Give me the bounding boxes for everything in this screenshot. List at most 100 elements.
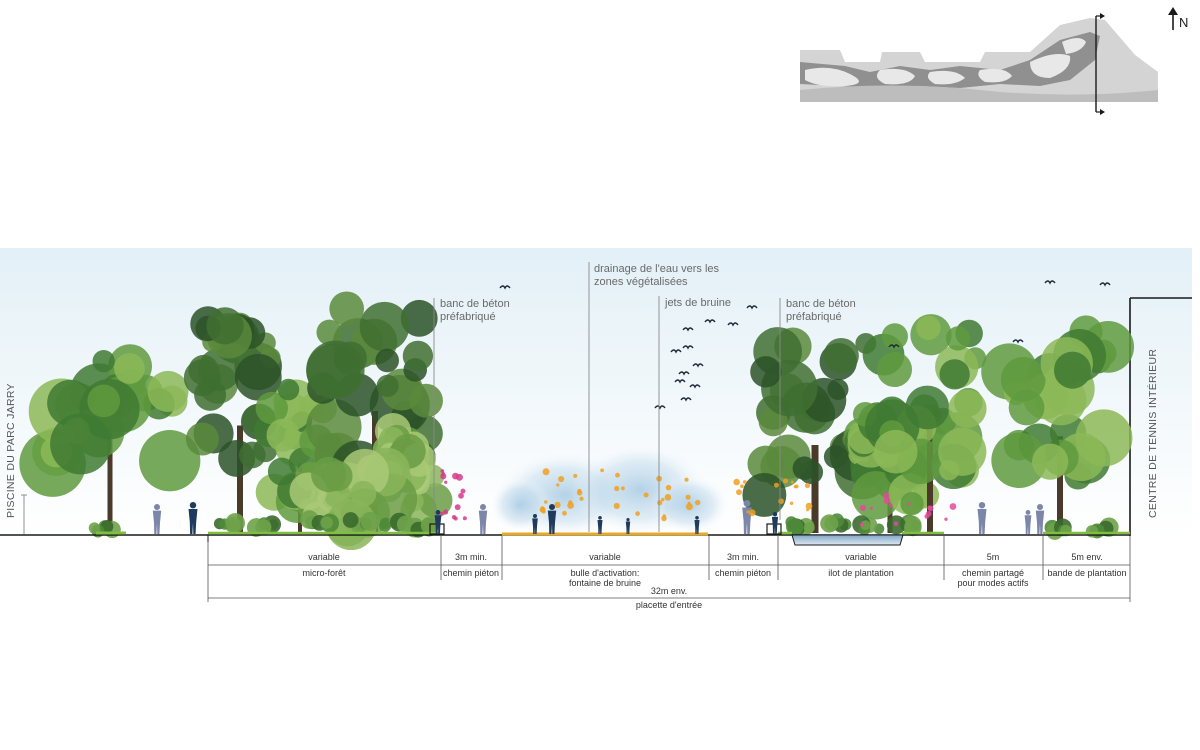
tree (862, 314, 987, 533)
droplet (657, 500, 663, 506)
droplet (614, 485, 620, 492)
droplet (444, 480, 448, 484)
trees-layer (19, 291, 1135, 551)
droplet (577, 488, 582, 494)
droplet (661, 497, 665, 502)
droplet (746, 510, 750, 514)
key-plan (800, 13, 1158, 115)
person-silhouette (1024, 510, 1032, 534)
droplet (907, 502, 911, 506)
droplet (789, 501, 794, 505)
droplet (542, 468, 550, 476)
shrub (300, 510, 340, 533)
droplet (944, 517, 948, 521)
segment-7-name: bande de plantation (1047, 568, 1126, 578)
bird-icon (682, 327, 694, 332)
segment-3-name-line1: bulle d'activation: (571, 568, 640, 578)
segment-6-name-line1: chemin partagé (962, 568, 1024, 578)
segment-5-width: variable (845, 552, 877, 562)
droplet (556, 483, 560, 487)
droplet (804, 482, 811, 489)
droplet (869, 506, 873, 510)
droplet (806, 508, 810, 512)
shrub (213, 513, 245, 533)
birds-layer (499, 280, 1111, 410)
segment-5-name: ilot de plantation (828, 568, 894, 578)
ground-profile (0, 531, 1130, 546)
bench-right-label-line2: préfabriqué (786, 311, 842, 323)
person-silhouette (694, 516, 700, 534)
person-silhouette (188, 502, 198, 534)
annotation-leaders (433, 262, 781, 532)
droplet (554, 501, 561, 509)
bird-icon (678, 371, 690, 376)
person-silhouette (1035, 504, 1045, 534)
north-arrow-icon (1168, 7, 1178, 30)
droplet (685, 494, 691, 500)
person-silhouette (152, 504, 162, 534)
bench-right-label-line1: banc de béton (786, 298, 856, 310)
droplet (600, 468, 605, 473)
droplet (440, 469, 445, 473)
droplet (740, 484, 744, 489)
segment-6-width: 5m (987, 552, 1000, 562)
bird-icon (1044, 280, 1056, 285)
mist-jets-label: jets de bruine (664, 297, 731, 309)
bird-icon (888, 344, 900, 349)
droplet (620, 486, 625, 491)
tree (183, 306, 282, 533)
bird-icon (654, 405, 666, 410)
droplet (925, 511, 932, 517)
bird-icon (727, 322, 739, 327)
people-layer (152, 500, 1045, 534)
segment-4-width: 3m min. (727, 552, 759, 562)
bird-icon (746, 305, 758, 310)
shrub (785, 516, 815, 537)
droplet (451, 515, 457, 520)
bird-icon (1099, 282, 1111, 287)
tree (981, 315, 1135, 533)
north-label: N (1179, 15, 1188, 30)
segment-1-width: variable (308, 552, 340, 562)
droplet (573, 473, 578, 478)
bird-icon (682, 345, 694, 350)
droplet (664, 494, 672, 501)
person-silhouette (771, 512, 779, 534)
total-width: 32m env. (651, 586, 687, 596)
droplet (454, 504, 461, 511)
total-name: placette d'entrée (636, 600, 702, 610)
droplet (635, 511, 640, 516)
person-silhouette (532, 514, 538, 534)
bird-icon (689, 384, 701, 389)
bird-icon (692, 363, 704, 368)
person-silhouette (434, 510, 442, 534)
person-silhouette (478, 504, 488, 534)
droplet (694, 499, 701, 506)
droplet (443, 509, 449, 515)
droplet (783, 478, 789, 484)
dimension-lines (207, 536, 1131, 602)
bird-icon (1012, 339, 1024, 344)
droplet (805, 502, 813, 510)
bird-icon (499, 285, 511, 290)
segment-6-name-line2: pour modes actifs (957, 578, 1029, 588)
droplet (883, 492, 890, 499)
droplet (859, 522, 865, 527)
droplet (893, 521, 899, 526)
shrub (852, 515, 885, 536)
droplet (458, 492, 464, 499)
segment-7-width: 5m env. (1071, 552, 1102, 562)
droplet (439, 511, 444, 516)
segment-4-name: chemin piéton (715, 568, 771, 578)
droplet (558, 475, 565, 483)
droplet (456, 473, 463, 481)
droplet (460, 488, 466, 494)
person-silhouette (547, 504, 557, 534)
drainage-label-line2: zones végétalisées (594, 276, 688, 288)
droplet (733, 478, 740, 486)
bird-icon (704, 319, 716, 324)
droplet (579, 496, 584, 501)
tree (19, 344, 201, 533)
shrub (820, 513, 852, 533)
